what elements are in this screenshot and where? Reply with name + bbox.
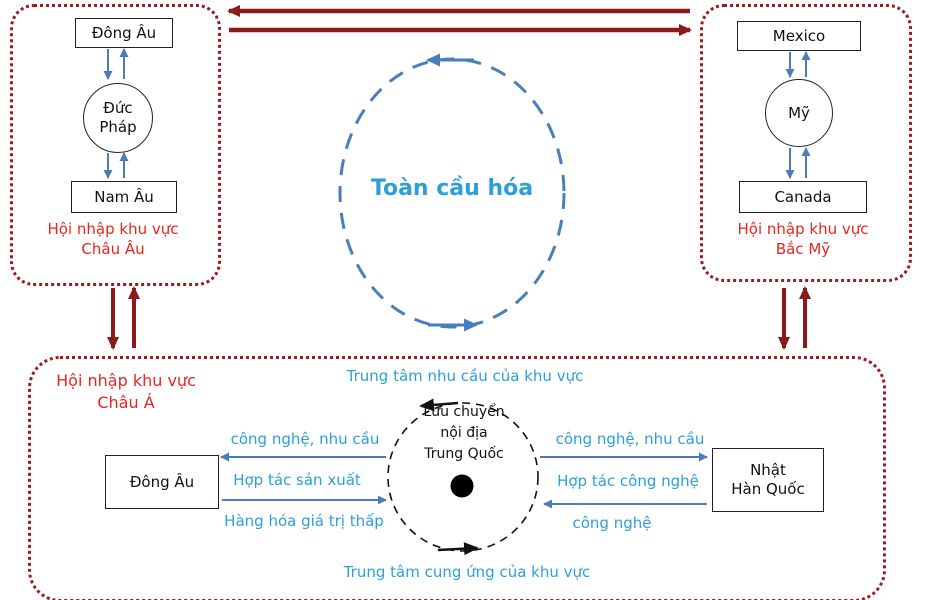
europe-bottom-node: Nam Âu bbox=[71, 181, 177, 213]
europe-region-frame bbox=[10, 4, 221, 286]
europe-center-node: Đức Pháp bbox=[83, 83, 153, 153]
asia-left-node: Đông Âu bbox=[105, 455, 219, 509]
asia-left-flow-1-label: công nghệ, nhu cầu bbox=[230, 430, 380, 448]
asia-supply-center-label: Trung tâm cung ứng của khu vực bbox=[343, 563, 591, 581]
china-hub-label: Lưu chuyển nội địa Trung Quốc bbox=[423, 404, 505, 462]
europe-top-node-label: Đông Âu bbox=[91, 23, 157, 42]
europe-top-node: Đông Âu bbox=[75, 18, 173, 48]
na-center-node-label: Mỹ bbox=[788, 103, 810, 122]
na-top-node-label: Mexico bbox=[772, 26, 826, 45]
asia-caption: Hội nhập khu vực Châu Á bbox=[56, 371, 196, 412]
asia-right-flow-1-label: công nghệ, nhu cầu bbox=[555, 430, 705, 448]
asia-left-node-label: Đông Âu bbox=[129, 472, 195, 491]
asia-right-node: Nhật Hàn Quốc bbox=[712, 448, 824, 512]
north-america-region-frame bbox=[700, 4, 912, 282]
asia-left-flow-3-label: Hàng hóa giá trị thấp bbox=[224, 512, 384, 530]
na-bottom-node: Canada bbox=[739, 181, 867, 213]
europe-caption: Hội nhập khu vực Châu Âu bbox=[47, 220, 179, 259]
na-center-node: Mỹ bbox=[765, 79, 833, 147]
asia-right-flow-3-label: công nghệ bbox=[572, 514, 652, 532]
europe-bottom-node-label: Nam Âu bbox=[94, 187, 154, 206]
na-top-node: Mexico bbox=[737, 21, 861, 51]
na-bottom-node-label: Canada bbox=[774, 187, 832, 206]
asia-right-node-label: Nhật Hàn Quốc bbox=[731, 461, 805, 498]
globalization-label: Toàn cầu hóa bbox=[370, 176, 534, 201]
na-caption: Hội nhập khu vực Bắc Mỹ bbox=[737, 220, 869, 259]
europe-center-node-label: Đức Pháp bbox=[99, 99, 137, 136]
asia-demand-center-label: Trung tâm nhu cầu của khu vực bbox=[346, 367, 584, 385]
asia-left-flow-2-label: Hợp tác sản xuất bbox=[233, 471, 361, 489]
asia-right-flow-2-label: Hợp tác công nghệ bbox=[557, 472, 699, 490]
